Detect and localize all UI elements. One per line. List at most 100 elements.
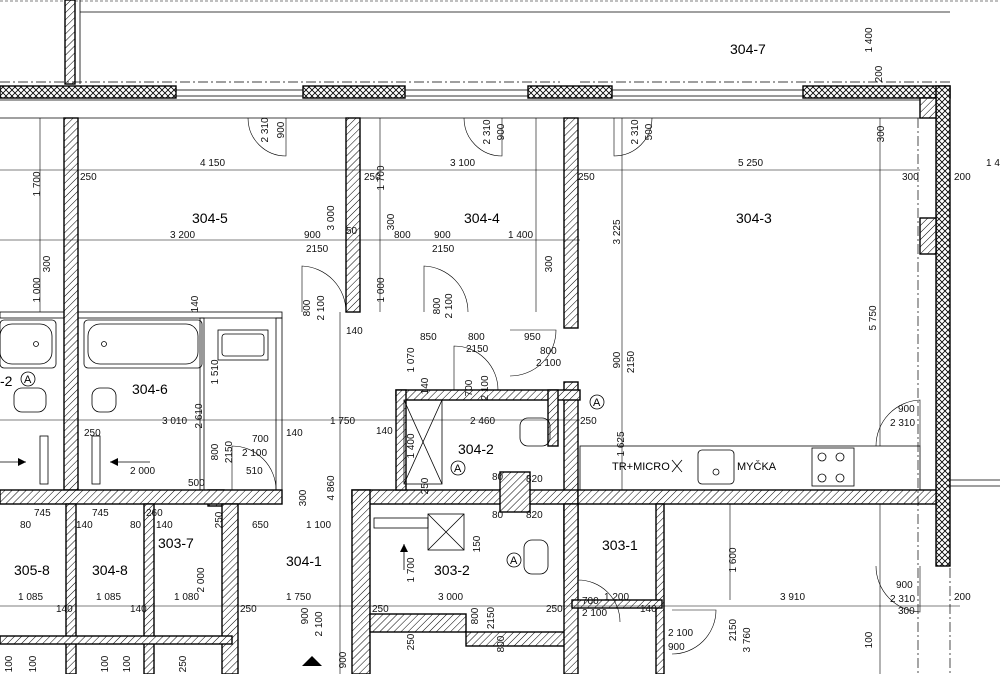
dimension-label: 140 [76, 520, 93, 531]
room-304-3: 304-3 [736, 210, 772, 226]
room-304-5: 304-5 [192, 210, 228, 226]
dimension-label: 2 310 [890, 594, 915, 605]
wall-304-6-right [275, 317, 283, 491]
dimension-label: 1 600 [728, 547, 739, 572]
dimension-label: 900 [304, 230, 321, 241]
dimension-lines [0, 118, 960, 674]
dimension-label: 1 700 [32, 171, 43, 196]
dimension-label: 3 200 [170, 230, 195, 241]
bathtub-left-inner [0, 323, 53, 365]
dimension-label: 300 [42, 255, 53, 272]
dimension-label: 650 [252, 520, 269, 531]
toilet-304-2 [519, 417, 551, 447]
wall-304-1-left [221, 503, 239, 674]
dimension-label: 4 860 [326, 475, 337, 500]
dimension-label: 2150 [486, 606, 497, 629]
dimension-label: 3 225 [612, 219, 623, 244]
dimension-label: 300 [902, 172, 919, 183]
dimension-label: 300 [298, 489, 309, 506]
dimension-label: 700 [252, 434, 269, 445]
dimension-label: 510 [246, 466, 263, 477]
room-304-4: 304-4 [464, 210, 500, 226]
dimension-label: 250 [80, 172, 97, 183]
wall-304-4-304-3 [563, 117, 579, 329]
dimension-label: 850 [420, 332, 437, 343]
dimension-label: 250 [406, 633, 417, 650]
room-304-2: 304-2 [458, 441, 494, 457]
dimension-label: 3 010 [162, 416, 187, 427]
dimension-label: 1 750 [330, 416, 355, 427]
symbol-markers [20, 371, 605, 568]
wall-304-1-right [351, 489, 371, 674]
dimension-label: 140 [190, 295, 201, 312]
dimension-label: 1 40 [986, 158, 1000, 169]
dimension-label: 3 100 [450, 158, 475, 169]
hob-burner-3 [817, 473, 827, 483]
wall-304-8-left [65, 503, 77, 674]
dimension-label: 900 [300, 607, 311, 624]
toilet-304-6 [91, 387, 117, 413]
dimension-label: 300 [898, 606, 915, 617]
wall-top-left-column [64, 0, 76, 85]
label-tr-micro: TR+MICRO [612, 461, 670, 473]
dimension-label: 140 [156, 520, 173, 531]
dimension-label: 900 [612, 351, 623, 368]
dimension-label: 2 310 [630, 119, 641, 144]
dimension-label: 800 [302, 299, 313, 316]
dimension-label: 2 100 [582, 608, 607, 619]
right-axis [0, 81, 1000, 674]
dimension-label: 900 [434, 230, 451, 241]
door-swings [231, 117, 921, 655]
sink [697, 449, 735, 485]
hob-burner-4 [835, 473, 845, 483]
windows [0, 89, 920, 119]
dimension-label: 800 [470, 607, 481, 624]
wall-304-2-left [395, 389, 407, 491]
wall-lower-base [0, 635, 233, 645]
shaft-304-2 [403, 399, 443, 485]
dimension-label: 100 [28, 655, 39, 672]
room-304-8: 304-8 [92, 562, 128, 578]
dimension-label: 800 [432, 297, 443, 314]
kitchen-counter [579, 445, 921, 491]
dimension-label: 140 [346, 326, 363, 337]
dimension-label: 1 070 [406, 347, 417, 372]
washbasin-bowl [221, 333, 265, 357]
bathtub-304-6-inner [87, 323, 199, 365]
dimension-label: 80 [20, 520, 32, 531]
dimension-label: 1 085 [18, 592, 43, 603]
dimension-label: 3 000 [438, 592, 463, 603]
main-wall-right [577, 489, 937, 505]
shaft-303-2-diag-2 [427, 513, 465, 551]
dimension-label: 800 [468, 332, 485, 343]
dimension-label: 1 700 [376, 165, 387, 190]
dimension-label: 2 000 [196, 567, 207, 592]
symbol-a-3: A [593, 397, 601, 409]
arrows [0, 458, 408, 666]
symbol-a-1: A [24, 374, 32, 386]
wall-303-2-bottom [369, 613, 467, 633]
dimension-label: 1 000 [32, 277, 43, 302]
radiator-304-6 [91, 435, 101, 485]
dimension-label: 1 510 [210, 359, 221, 384]
dimension-label: 2 310 [890, 418, 915, 429]
dimension-label: 50 [346, 226, 358, 237]
dimension-label: 1 400 [864, 27, 875, 52]
facade-wall-right-pier [919, 217, 937, 255]
dimension-label: 900 [338, 651, 349, 668]
dimension-label: 2 610 [194, 403, 205, 428]
dimension-label: 2150 [728, 618, 739, 641]
dimension-label: 2150 [466, 344, 489, 355]
dimension-label: 820 [526, 474, 543, 485]
hob-burner-2 [835, 452, 845, 462]
wall-304-5-left [63, 117, 79, 491]
label-dishwasher: MYČKA [737, 460, 777, 473]
toilet-left [13, 387, 47, 413]
dimension-label: 250 [178, 655, 189, 672]
dimension-label: 2150 [626, 350, 637, 373]
wall-303-7-left [143, 503, 155, 674]
dimension-label: 700 [582, 596, 599, 607]
toilet-303-2 [523, 539, 549, 575]
dimension-label: 2 100 [480, 375, 491, 400]
dimension-label: 250 [420, 477, 431, 494]
